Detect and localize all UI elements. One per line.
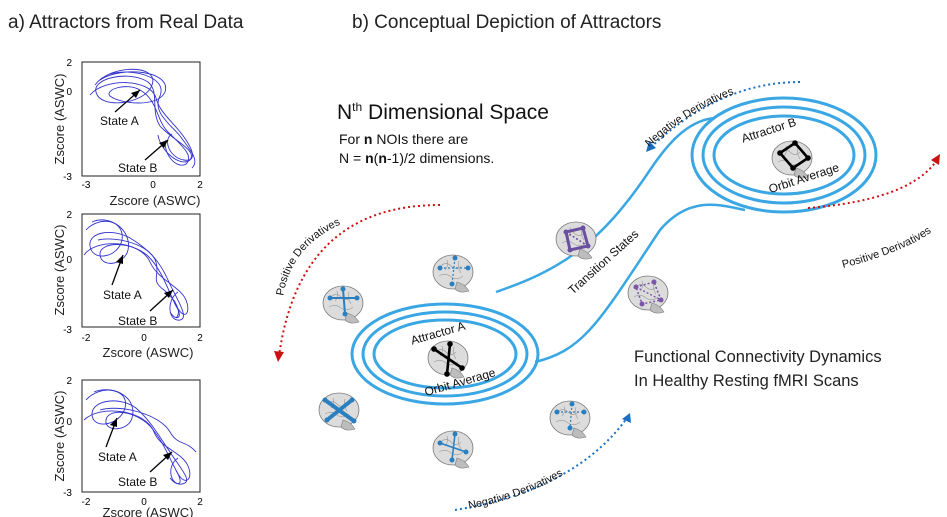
- brain-network-icon: [627, 275, 669, 314]
- y-tick: 2: [66, 210, 72, 221]
- panel-b-title: b) Conceptual Depiction of Attractors: [352, 12, 662, 33]
- state-b-label: State B: [118, 161, 157, 175]
- brain-network-icon: [549, 400, 591, 439]
- positive-derivatives-right-label: Positive Derivatives: [841, 224, 934, 271]
- plot-frame: [81, 61, 201, 177]
- brain-network-icon: [318, 392, 360, 431]
- arrow-head: [131, 90, 140, 98]
- state-a-label: State A: [103, 288, 142, 302]
- y-tick: 2: [66, 58, 72, 69]
- y-tick: -3: [63, 325, 72, 336]
- positive-derivatives-left-label: Positive Derivatives: [274, 216, 342, 297]
- positive-derivative-arrow-right: [807, 154, 940, 209]
- x-axis-label: Zscore (ASWC): [103, 505, 194, 517]
- x-tick: -2: [82, 333, 91, 344]
- panel-a-title: a) Attractors from Real Data: [8, 12, 244, 33]
- arrow-head: [116, 255, 123, 264]
- x-tick: 0: [150, 180, 156, 191]
- x-tick: 2: [197, 180, 203, 191]
- state-a-label: State A: [98, 450, 137, 464]
- negative-derivatives-top-label: Negative Derivatives: [643, 85, 736, 149]
- x-tick: 2: [197, 497, 203, 508]
- negative-derivatives-bottom-label: Negative Derivatives: [467, 467, 565, 512]
- positive-derivative-arrow-left: [274, 204, 441, 362]
- fc-dynamics-subtitle: In Healthy Resting fMRI Scans: [634, 372, 859, 390]
- y-tick: -3: [63, 488, 72, 499]
- arrow-head: [159, 140, 168, 148]
- x-tick: 0: [141, 497, 147, 508]
- y-tick: 0: [66, 87, 72, 98]
- fc-dynamics-title: Functional Connectivity Dynamics: [634, 348, 882, 366]
- attractor-a-orbit: [350, 302, 540, 406]
- arrow-head: [164, 290, 173, 298]
- brain-network-icon: [322, 285, 364, 324]
- brain-network-icon: [432, 430, 474, 469]
- brain-network-icon: [432, 254, 474, 293]
- arrow-head: [163, 452, 172, 460]
- x-tick: -3: [82, 180, 91, 191]
- dimension-formula-line: N = n(n-1)/2 dimensions.: [339, 150, 495, 166]
- y-tick: 2: [66, 376, 72, 387]
- noi-line: For n NOIs there are: [339, 131, 469, 147]
- attractor-b-orbit: [690, 96, 878, 214]
- attractor-plot-2: 2 0 -3 -2 0 2 Zscore (ASWC) Zscore (ASWC…: [52, 210, 203, 360]
- trajectory: [89, 68, 196, 169]
- attractor-plot-1: 2 0 -3 -3 0 2 Zscore (ASWC) Zscore (ASWC…: [52, 58, 203, 208]
- dimensional-space-title: Nth Dimensional Space: [337, 100, 549, 124]
- negative-derivative-arrow-bottom: [454, 413, 631, 511]
- trajectory: [83, 389, 197, 485]
- plot-frame: [81, 379, 201, 493]
- attractor-b-network-icon: [771, 140, 813, 179]
- state-b-label: State B: [118, 475, 157, 489]
- x-tick: 2: [197, 333, 203, 344]
- negative-derivative-arrow-top: [646, 81, 801, 152]
- y-axis-label: Zscore (ASWC): [52, 391, 67, 482]
- attractor-plot-3: 2 0 -3 -2 0 2 Zscore (ASWC) Zscore (ASWC…: [52, 376, 203, 517]
- plot-frame: [81, 213, 201, 328]
- y-axis-label: Zscore (ASWC): [52, 225, 67, 316]
- state-b-label: State B: [118, 314, 157, 328]
- brain-network-icon: [555, 221, 597, 260]
- arrow-head: [110, 418, 117, 427]
- y-tick: 0: [66, 255, 72, 266]
- x-axis-label: Zscore (ASWC): [110, 193, 201, 208]
- y-tick: -3: [63, 172, 72, 183]
- state-a-label: State A: [100, 114, 139, 128]
- attractor-a-network-icon: [427, 340, 469, 379]
- transition-paths: [495, 116, 746, 364]
- x-tick: 0: [141, 333, 147, 344]
- y-tick: 0: [66, 417, 72, 428]
- x-axis-label: Zscore (ASWC): [103, 345, 194, 360]
- trajectory: [83, 219, 189, 321]
- y-axis-label: Zscore (ASWC): [52, 74, 67, 165]
- x-tick: -2: [82, 497, 91, 508]
